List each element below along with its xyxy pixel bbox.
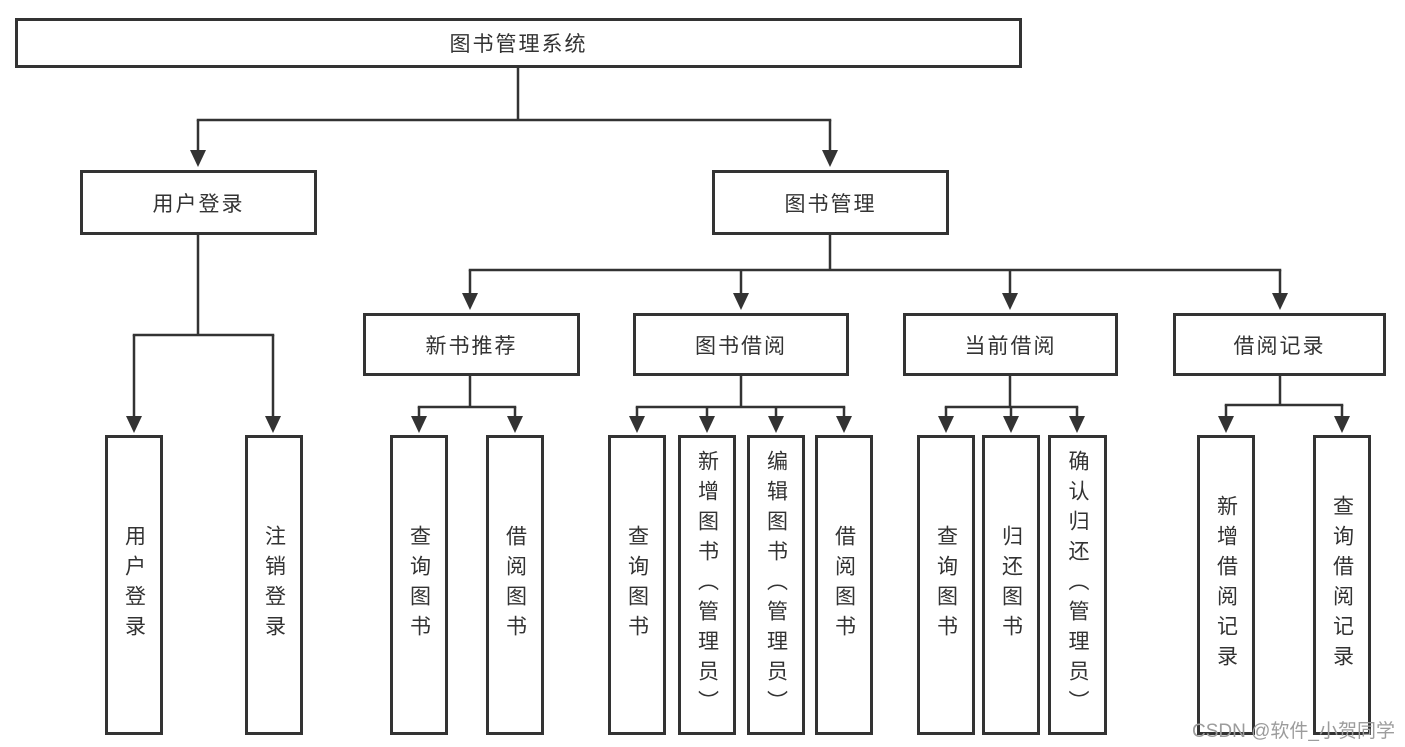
node-label: 图书借阅 [695, 334, 787, 358]
node-label: 新书推荐 [425, 334, 518, 358]
node-label: 查询图书 [625, 525, 649, 645]
node-label: 归还图书 [999, 525, 1023, 645]
node-current-borrowing: 当前借阅 [903, 313, 1118, 376]
leaf-confirm-return-admin: 确认归还（管理员） [1048, 435, 1107, 735]
node-label: 借阅图书 [503, 525, 527, 645]
node-label: 查询图书 [407, 525, 431, 645]
node-label: 查询借阅记录 [1330, 495, 1354, 675]
node-user-login: 用户登录 [80, 170, 317, 235]
node-label: 新增借阅记录 [1214, 495, 1238, 675]
node-label: 新增图书（管理员） [695, 450, 719, 720]
leaf-query-books-current: 查询图书 [917, 435, 975, 735]
node-label: 注销登录 [262, 525, 286, 645]
leaf-add-borrow-record: 新增借阅记录 [1197, 435, 1255, 735]
node-label: 借阅图书 [832, 525, 856, 645]
node-book-management: 图书管理 [712, 170, 949, 235]
node-borrowing-records: 借阅记录 [1173, 313, 1386, 376]
csdn-watermark: CSDN @软件_小贺同学 [1192, 721, 1395, 742]
node-label: 查询图书 [934, 525, 958, 645]
node-library-management-system: 图书管理系统 [15, 18, 1022, 68]
node-label: 图书管理系统 [449, 33, 588, 56]
leaf-query-books-borrowing: 查询图书 [608, 435, 666, 735]
node-label: 确认归还（管理员） [1066, 450, 1089, 720]
leaf-edit-books-admin: 编辑图书（管理员） [747, 435, 805, 735]
leaf-query-books-recommend: 查询图书 [390, 435, 448, 735]
leaf-add-books-admin: 新增图书（管理员） [678, 435, 736, 735]
node-label: 用户登录 [152, 192, 245, 216]
node-label: 编辑图书（管理员） [764, 450, 788, 720]
leaf-query-borrow-record: 查询借阅记录 [1313, 435, 1371, 735]
node-label: 借阅记录 [1233, 334, 1326, 358]
node-label: 图书管理 [784, 192, 877, 216]
leaf-borrow-books: 借阅图书 [815, 435, 873, 735]
node-book-borrowing: 图书借阅 [633, 313, 849, 376]
node-label: 用户登录 [122, 525, 146, 645]
leaf-logout: 注销登录 [245, 435, 303, 735]
node-label: 当前借阅 [964, 334, 1057, 358]
leaf-user-login: 用户登录 [105, 435, 163, 735]
leaf-return-books: 归还图书 [982, 435, 1040, 735]
node-new-book-recommendation: 新书推荐 [363, 313, 580, 376]
leaf-borrow-books-recommend: 借阅图书 [486, 435, 544, 735]
